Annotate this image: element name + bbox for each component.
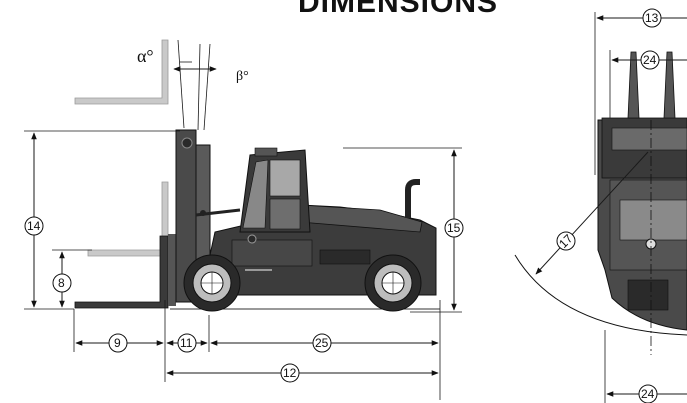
dimension-24-bottom: 24	[604, 330, 687, 403]
tilt-angle-lines: α° β°	[137, 39, 249, 131]
label-9: 9	[114, 336, 121, 350]
dimension-13: 13	[596, 8, 687, 28]
label-24-bottom: 24	[641, 387, 655, 401]
label-12: 12	[283, 366, 297, 380]
dimension-24-top: 24	[611, 50, 687, 70]
label-25: 25	[315, 336, 329, 350]
label-24-top: 24	[643, 53, 657, 67]
lowered-fork-ghost	[87, 181, 169, 257]
label-11: 11	[180, 336, 193, 350]
label-13: 13	[645, 11, 659, 25]
dimension-11: 11	[166, 333, 208, 353]
page-title: DIMENSIONS	[298, 0, 498, 19]
dimension-25: 25	[210, 333, 439, 353]
dimension-14: 14	[24, 130, 180, 310]
forklift-front-view	[514, 51, 687, 355]
label-8: 8	[58, 276, 65, 290]
dimension-12: 12	[166, 363, 439, 383]
alpha-angle-label: α°	[137, 46, 154, 66]
forklift-body	[209, 147, 437, 296]
label-14: 14	[27, 219, 41, 233]
dimension-9: 9	[75, 333, 164, 353]
front-wheel	[183, 254, 241, 312]
ground-fork	[74, 234, 176, 309]
raised-fork	[74, 39, 169, 105]
beta-angle-label: β°	[236, 69, 249, 84]
rear-wheel	[364, 254, 422, 312]
label-15: 15	[447, 221, 461, 235]
dimension-8: 8	[52, 249, 92, 308]
dimension-15: 15	[343, 147, 464, 313]
forklift-side-view	[74, 39, 440, 312]
dimension-17: 17	[535, 151, 649, 275]
